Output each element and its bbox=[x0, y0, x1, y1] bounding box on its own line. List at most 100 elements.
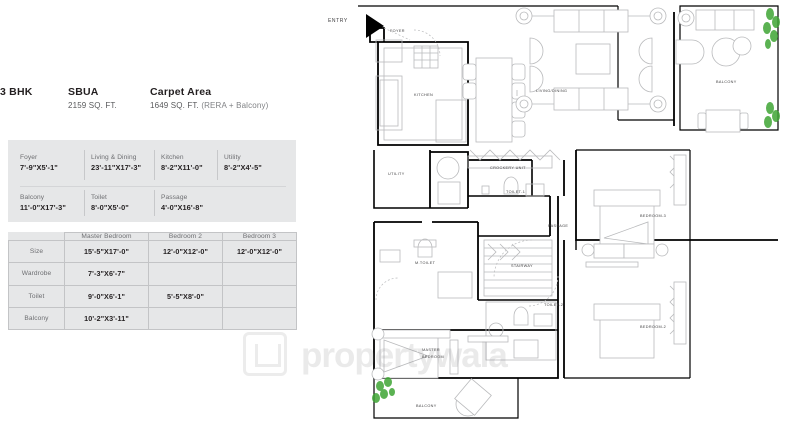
room-dimensions-panel: Foyer 7'-9"X5'-1" Living & Dining 23'-11"X1… bbox=[8, 140, 296, 222]
carpet-area-block: Carpet Area 1649 SQ. FT. (RERA + Balcony… bbox=[150, 86, 268, 110]
room-dimension: 8'-0"X5'-0" bbox=[91, 203, 129, 212]
bedroom-walls bbox=[563, 149, 778, 379]
bedroom2-furniture bbox=[585, 261, 687, 359]
plan-header: 3 BHK SBUA 2159 SQ. FT. Carpet Area 1649… bbox=[0, 86, 310, 120]
unit-type-block: 3 BHK bbox=[0, 86, 33, 98]
interior-walls bbox=[373, 160, 565, 419]
room-name: Kitchen bbox=[161, 154, 184, 161]
kitchen-fixtures bbox=[383, 45, 467, 143]
column-header: Master Bedroom bbox=[64, 232, 149, 241]
room-dimension: 11'-0"X17'-3" bbox=[20, 203, 66, 212]
room-label-toilet-2: TOILET-2 bbox=[544, 303, 564, 307]
carpet-area-value: 1649 SQ. FT. (RERA + Balcony) bbox=[150, 101, 268, 110]
table-cell: 12'-0"X12'-0" bbox=[222, 239, 297, 264]
room-label-stairway: STAIRWAY bbox=[511, 264, 533, 268]
master-toilet-fixtures bbox=[379, 238, 473, 299]
room-label-master-bed-2: BEDROOM bbox=[422, 355, 445, 359]
room-label-utility: UTILITY bbox=[388, 172, 405, 176]
row-label: Wardrobe bbox=[8, 262, 65, 286]
room-label-crockery: CROCKERY UNIT bbox=[490, 166, 526, 170]
room-dimension: 7'-9"X5'-1" bbox=[20, 163, 58, 172]
divider bbox=[20, 186, 286, 187]
sbua-label: SBUA bbox=[68, 86, 99, 98]
room-dimension-item: Toilet 8'-0"X5'-0" bbox=[91, 194, 129, 212]
room-label-passage: PASSAGE bbox=[548, 224, 569, 228]
room-dimension: 8'-2"X4'-5" bbox=[224, 163, 262, 172]
room-name: Living & Dining bbox=[91, 154, 137, 161]
utility-walls bbox=[373, 150, 550, 209]
carpet-area-number: 1649 SQ. FT. bbox=[150, 101, 199, 110]
utility-fixtures bbox=[375, 39, 561, 205]
room-dimension-item: Foyer 7'-9"X5'-1" bbox=[20, 154, 58, 172]
plant-decorations bbox=[372, 8, 780, 403]
table-cell: 5'-5"X8'-0" bbox=[148, 284, 223, 308]
room-label-balcony-bottom: BALCONY bbox=[416, 404, 437, 408]
stairway-drawing bbox=[483, 239, 553, 297]
room-name: Foyer bbox=[20, 154, 38, 161]
column-header: Bedroom 3 bbox=[222, 232, 297, 241]
table-cell: 15'-5"X17'-0" bbox=[64, 239, 149, 264]
sbua-block: SBUA 2159 SQ. FT. bbox=[68, 86, 117, 110]
room-label-balcony-top: BALCONY bbox=[716, 80, 737, 84]
door-swings bbox=[375, 29, 559, 307]
bedroom3-furniture bbox=[581, 154, 687, 259]
room-name: Utility bbox=[224, 154, 241, 161]
row-label: Balcony bbox=[8, 306, 65, 331]
carpet-area-label: Carpet Area bbox=[150, 86, 212, 98]
room-dimension: 23'-11"X17'-3" bbox=[91, 163, 142, 172]
divider bbox=[84, 150, 85, 180]
room-label-living-dining: LIVING/DINING bbox=[536, 89, 568, 93]
room-label-foyer: FOYER bbox=[390, 29, 405, 33]
room-label-m-toilet: M.TOILET bbox=[415, 261, 436, 265]
table-cell: 7'-3"X6'-7" bbox=[64, 262, 149, 286]
room-dimension-item: Living & Dining 23'-11"X17'-3" bbox=[91, 154, 141, 172]
room-name: Toilet bbox=[91, 194, 107, 201]
floor-plan: ENTRY FOYER KITCHEN LIVING/DINING BALCONY UT… bbox=[318, 0, 787, 430]
room-label-kitchen: KITCHEN bbox=[414, 93, 434, 97]
unit-type: 3 BHK bbox=[0, 86, 33, 98]
room-name: Balcony bbox=[20, 194, 45, 201]
table-cell bbox=[222, 306, 297, 331]
info-panel: 3 BHK SBUA 2159 SQ. FT. Carpet Area 1649… bbox=[0, 0, 310, 430]
table-cell bbox=[148, 262, 223, 286]
room-label-bedroom-2: BEDROOM-2 bbox=[640, 325, 667, 329]
divider bbox=[217, 150, 218, 180]
master-bedroom-furniture bbox=[371, 327, 509, 381]
room-dimension: 4'-0"X16'-8" bbox=[161, 203, 204, 212]
dining-furniture bbox=[462, 57, 526, 143]
sbua-value: 2159 SQ. FT. bbox=[68, 101, 117, 110]
bottom-balcony-furniture bbox=[454, 378, 492, 417]
table-cell bbox=[222, 262, 297, 286]
floor-plan-drawing bbox=[358, 5, 780, 419]
divider bbox=[154, 150, 155, 180]
room-dimension-item: Balcony 11'-0"X17'-3" bbox=[20, 194, 66, 212]
living-furniture bbox=[515, 7, 667, 113]
table-cell: 10'-2"X3'-11" bbox=[64, 306, 149, 331]
room-label-master-bed-1: MASTER bbox=[422, 348, 440, 352]
row-label: Size bbox=[8, 239, 65, 264]
room-label-toilet-1: TOILET-1 bbox=[506, 190, 526, 194]
room-name: Passage bbox=[161, 194, 188, 201]
room-dimension-item: Utility 8'-2"X4'-5" bbox=[224, 154, 262, 172]
room-dimension-item: Passage 4'-0"X16'-8" bbox=[161, 194, 203, 212]
room-label-bedroom-3: BEDROOM-3 bbox=[640, 214, 667, 218]
table-cell: 12'-0"X12'-0" bbox=[148, 239, 223, 264]
table-corner bbox=[8, 232, 65, 241]
divider bbox=[154, 190, 155, 216]
entry-arrow bbox=[366, 14, 384, 38]
row-label: Toilet bbox=[8, 284, 65, 308]
room-dimensions-grid: Foyer 7'-9"X5'-1" Living & Dining 23'-11"X1… bbox=[8, 140, 296, 222]
entry-label: ENTRY bbox=[328, 18, 348, 24]
table-cell bbox=[222, 284, 297, 308]
kitchen-walls bbox=[369, 27, 469, 146]
table-cell: 9'-0"X6'-1" bbox=[64, 284, 149, 308]
